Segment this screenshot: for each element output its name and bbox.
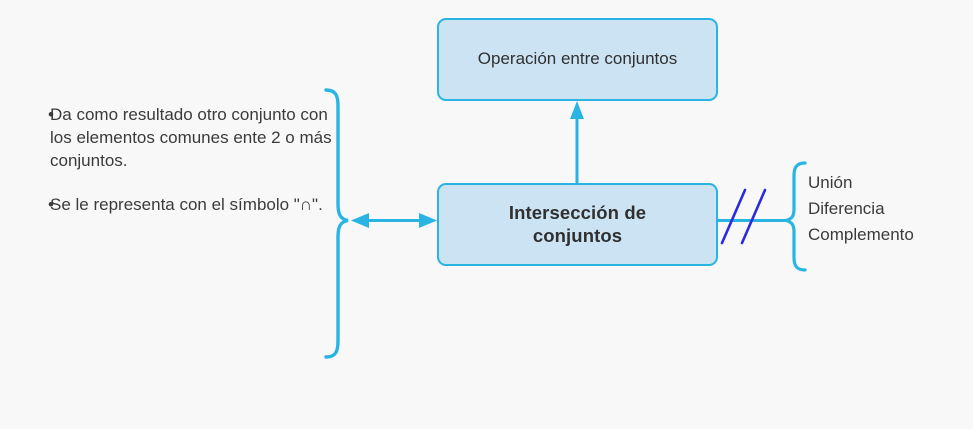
curly-brace-left-icon (785, 161, 807, 272)
list-item: Diferencia (808, 198, 885, 218)
list-item: Unión (808, 173, 853, 192)
details-bullet-list: Da como resultado otro conjunto con los … (32, 104, 332, 217)
node-main-label: Intersección de conjuntos (509, 202, 646, 247)
list-item: Da como resultado otro conjunto con los … (48, 104, 332, 172)
related-operations-list: Unión Diferencia Complemento (808, 170, 958, 247)
list-item: Se le representa con el símbolo "∩". (48, 194, 332, 217)
node-main-label-line1: Intersección de (508, 201, 647, 223)
list-item: Complemento (808, 224, 914, 244)
node-operacion-entre-conjuntos[interactable]: Operación entre conjuntos (437, 18, 718, 101)
arrow-left-right-icon (351, 213, 437, 228)
arrow-up-icon (570, 101, 584, 183)
double-slash-break-icon (720, 188, 767, 245)
node-top-label: Operación entre conjuntos (477, 49, 678, 69)
bullet-list: Da como resultado otro conjunto con los … (32, 104, 332, 217)
node-interseccion-de-conjuntos[interactable]: Intersección de conjuntos (437, 183, 718, 266)
node-main-label-line2: conjuntos (532, 224, 623, 246)
